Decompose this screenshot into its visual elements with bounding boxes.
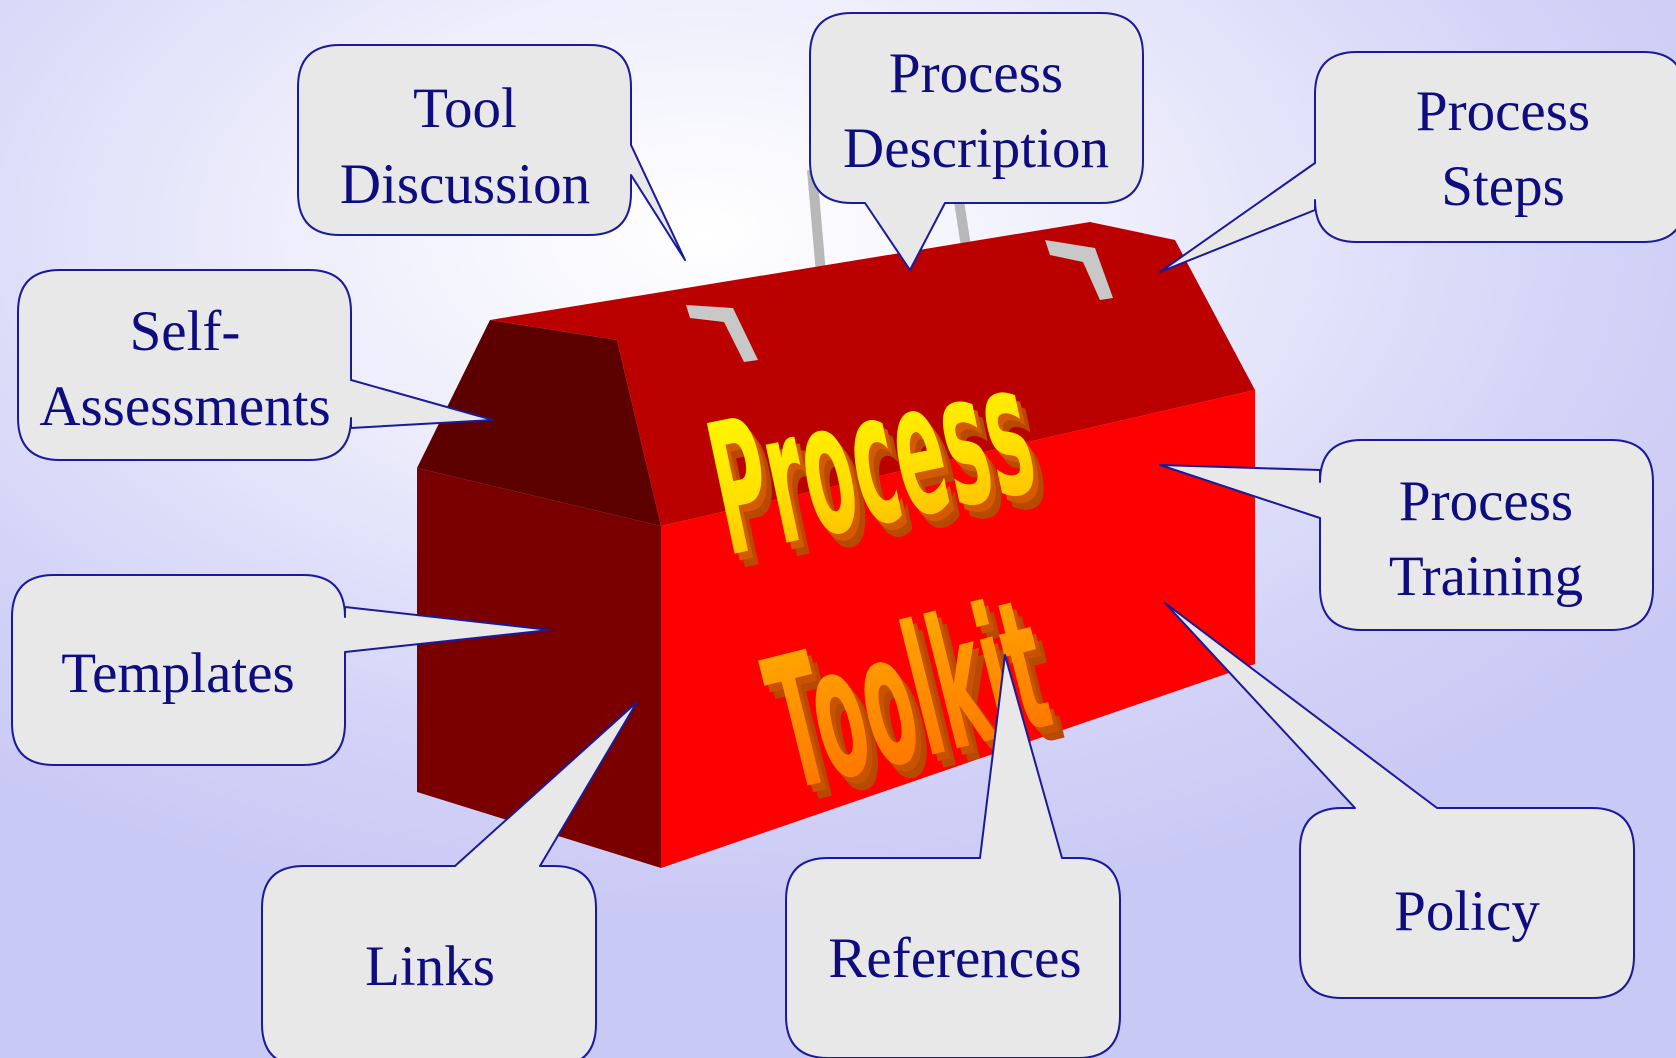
callout-label: Tool — [413, 77, 517, 140]
callout-label: Steps — [1441, 155, 1565, 218]
callout-layer: ToolDiscussionProcessDescriptionProcessS… — [11, 12, 1676, 1058]
callout-label: Process — [1416, 80, 1590, 143]
callout-templates: Templates — [11, 574, 551, 766]
callout-bubble-shape — [261, 701, 638, 1058]
callout-bubble-shape — [1159, 439, 1654, 631]
callout-bubble-shape — [297, 44, 686, 261]
callout-label: References — [828, 927, 1081, 990]
callout-bubble-shape — [1164, 602, 1635, 999]
callout-label: Training — [1389, 545, 1583, 608]
callout-links: Links — [261, 701, 638, 1058]
callout-bubble-shape — [17, 269, 494, 461]
callout-label: Process — [889, 42, 1063, 105]
callout-label: Assessments — [39, 375, 330, 438]
callout-bubble-shape — [11, 574, 551, 766]
callout-references: References — [785, 654, 1121, 1058]
box-roof-side — [417, 320, 661, 526]
box-front — [661, 390, 1255, 868]
callout-bubble-shape — [809, 12, 1144, 271]
callout-self-assessments: Self- Assessments — [17, 269, 494, 461]
callout-label: Description — [843, 117, 1109, 180]
callout-bubble-shape — [1159, 51, 1676, 273]
callout-label: Policy — [1394, 880, 1540, 943]
callout-policy: Policy — [1164, 602, 1635, 999]
clasp-left — [686, 305, 758, 362]
callout-label: Discussion — [340, 153, 590, 216]
callout-label: Links — [365, 935, 495, 998]
toolbox-illustration — [417, 169, 1255, 868]
callout-label: Templates — [61, 642, 294, 705]
box-side — [417, 468, 661, 868]
clasp-right — [1045, 240, 1113, 300]
callout-label: Process — [1399, 470, 1573, 533]
callout-label: Self- — [130, 300, 241, 363]
box-roof-front — [490, 222, 1255, 526]
